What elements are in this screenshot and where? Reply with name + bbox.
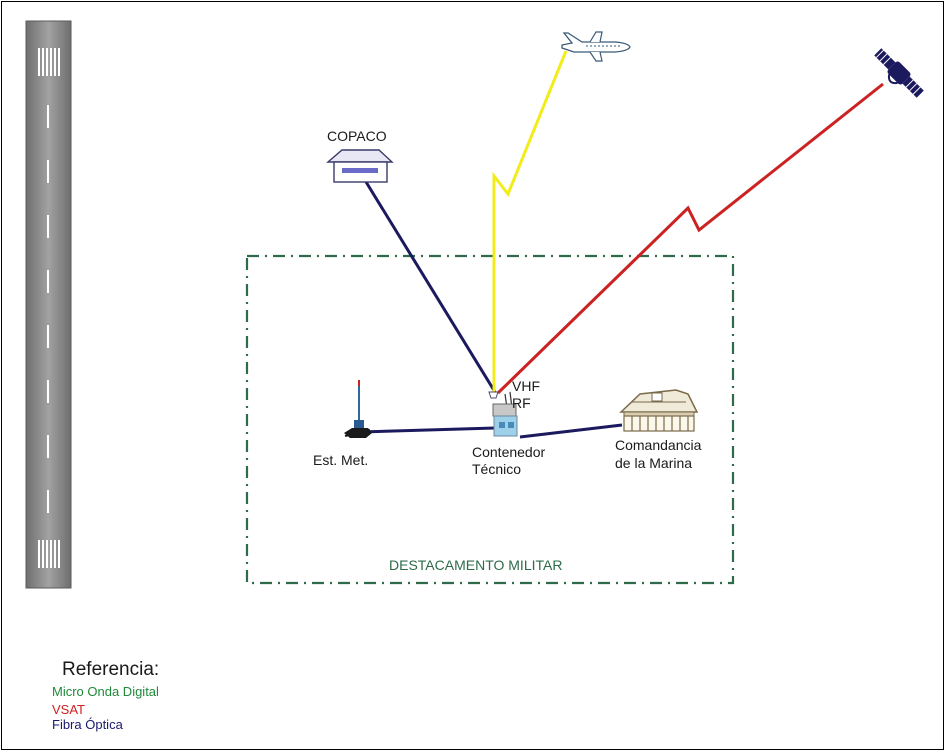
runway-threshold-bottom [38, 540, 60, 568]
technical-container-icon [488, 391, 518, 437]
comandancia-label-line1: Comandancia [615, 437, 702, 453]
fibra-link-copaco [361, 176, 497, 393]
legend-title: Referencia: [62, 659, 160, 680]
comandancia-building-icon [619, 389, 699, 432]
contenedor-label-line2: Técnico [472, 461, 522, 477]
copaco-label: COPACO [327, 128, 387, 144]
rf-label: RF [512, 395, 531, 411]
vhf-label: VHF [512, 378, 540, 394]
airplane-icon [561, 31, 631, 62]
comandancia-label-line2: de la Marina [615, 455, 693, 471]
vhf-radio-link [492, 50, 568, 393]
legend-item-vsat: VSAT [52, 702, 85, 717]
est-met-label: Est. Met. [313, 452, 369, 468]
contenedor-label-line1: Contenedor [472, 444, 546, 460]
zone-label: DESTACAMENTO MILITAR [389, 557, 563, 573]
copaco-building-icon [326, 149, 394, 183]
legend-item-fibra: Fibra Óptica [52, 717, 123, 732]
legend-item-microonda: Micro Onda Digital [52, 684, 159, 699]
fibra-link-comandancia [519, 423, 623, 439]
runway-threshold-top [38, 48, 60, 76]
runway [25, 20, 72, 589]
weather-station-icon [344, 380, 372, 438]
satellite-icon [874, 48, 924, 98]
fibra-link-estmet [359, 426, 496, 434]
military-zone-boundary [245, 254, 735, 585]
vsat-link [496, 82, 884, 395]
